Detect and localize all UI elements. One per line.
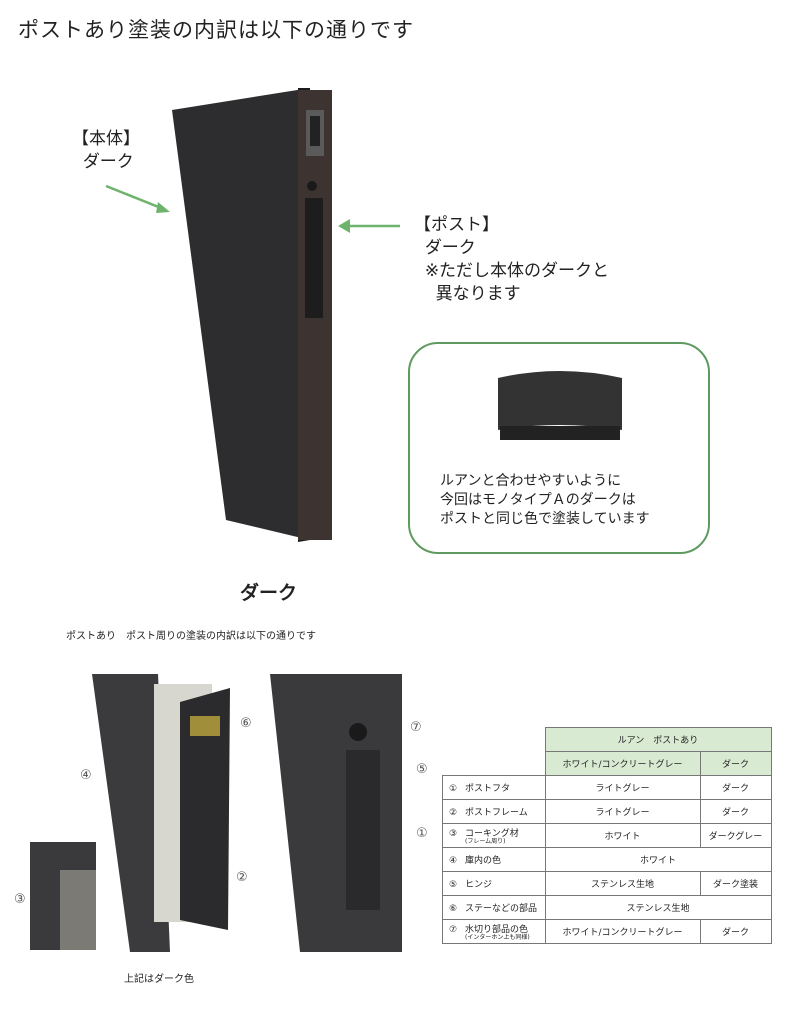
body-front [172,88,310,540]
page-title: ポストあり塗装の内訳は以下の通りです [18,18,414,42]
marker-2: ② [236,870,248,885]
note-box [408,342,710,554]
post-slot [305,198,323,318]
post-callout-note: ※ただし本体のダークと [424,261,610,281]
open-post-photo [92,674,170,952]
marker-4: ④ [80,768,92,783]
note-line-1: ルアンと合わせやすいように [440,473,622,489]
monotype-a-illustration [498,371,622,440]
marker-7: ⑦ [410,720,422,735]
main-color-caption: ダーク [240,582,298,604]
post-callout-note2: 異なります [435,284,521,304]
table-colhead-row: ホワイト/コンクリートグレー ダーク [443,751,772,776]
table-col1: ホワイト/コンクリートグレー [544,751,701,776]
body-callout-title: 【本体】 [72,129,140,149]
body-callout-color: ダーク [82,152,134,172]
body-callout: 【本体】 ダーク [72,128,140,174]
marker-5: ⑤ [416,762,428,777]
section-caption: ポストあり ポスト周りの塗装の内訳は以下の通りです [66,631,316,642]
callout-arrows [105,184,400,233]
marker-3: ③ [14,892,26,907]
table-header-row: ルアン ポストあり [443,727,772,752]
post-callout-color: ダーク [424,238,476,258]
table-header: ルアン ポストあり [544,727,772,752]
closed-post-photo [270,674,402,952]
note-line-3: ポストと同じ色で塗装しています [440,511,650,527]
table-col2: ダーク [699,751,772,776]
marker-6: ⑥ [240,716,252,731]
product-illustration [172,88,332,542]
post-callout: 【ポスト】 ダーク ※ただし本体のダークと 異なります [414,214,609,306]
marker-1: ① [416,826,428,841]
note-text: ルアンと合わせやすいように 今回はモノタイプＡのダークは ポストと同じ色で塗装し… [440,472,650,529]
detail-photos [30,674,402,952]
post-callout-title: 【ポスト】 [414,215,499,235]
note-line-2: 今回はモノタイプＡのダークは [440,492,636,508]
bottom-caption: 上記はダーク色 [124,974,194,985]
lock-icon [307,181,317,191]
